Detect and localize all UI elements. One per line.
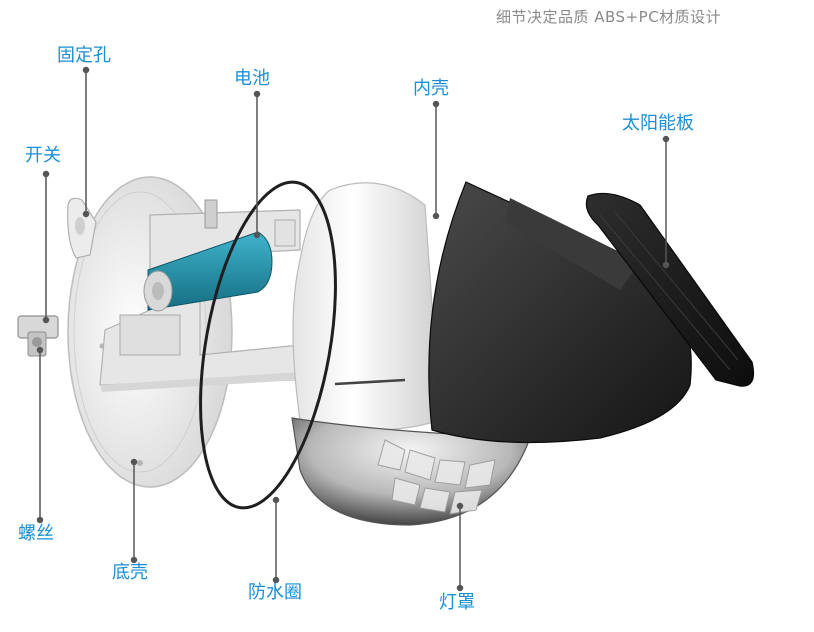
- label-fixing-hole: 固定孔: [57, 45, 111, 66]
- lamp-cover: [291, 417, 531, 526]
- label-switch: 开关: [25, 145, 61, 166]
- waterproof-ring: [199, 180, 337, 510]
- header-tagline: 细节决定品质 ABS+PC材质设计: [496, 8, 722, 26]
- solar-panel: [585, 192, 755, 387]
- label-screw: 螺丝: [18, 523, 54, 544]
- label-battery: 电池: [234, 68, 270, 89]
- label-waterproof-ring: 防水圈: [248, 582, 302, 603]
- label-base-shell: 底壳: [112, 562, 148, 583]
- leader-lines: [36, 66, 670, 592]
- outer-dome: [428, 181, 692, 444]
- label-solar-panel: 太阳能板: [622, 113, 694, 134]
- inner-shell: [292, 182, 441, 431]
- label-lamp-cover: 灯罩: [439, 592, 475, 613]
- label-inner-shell: 内壳: [413, 78, 449, 99]
- battery: [143, 231, 273, 312]
